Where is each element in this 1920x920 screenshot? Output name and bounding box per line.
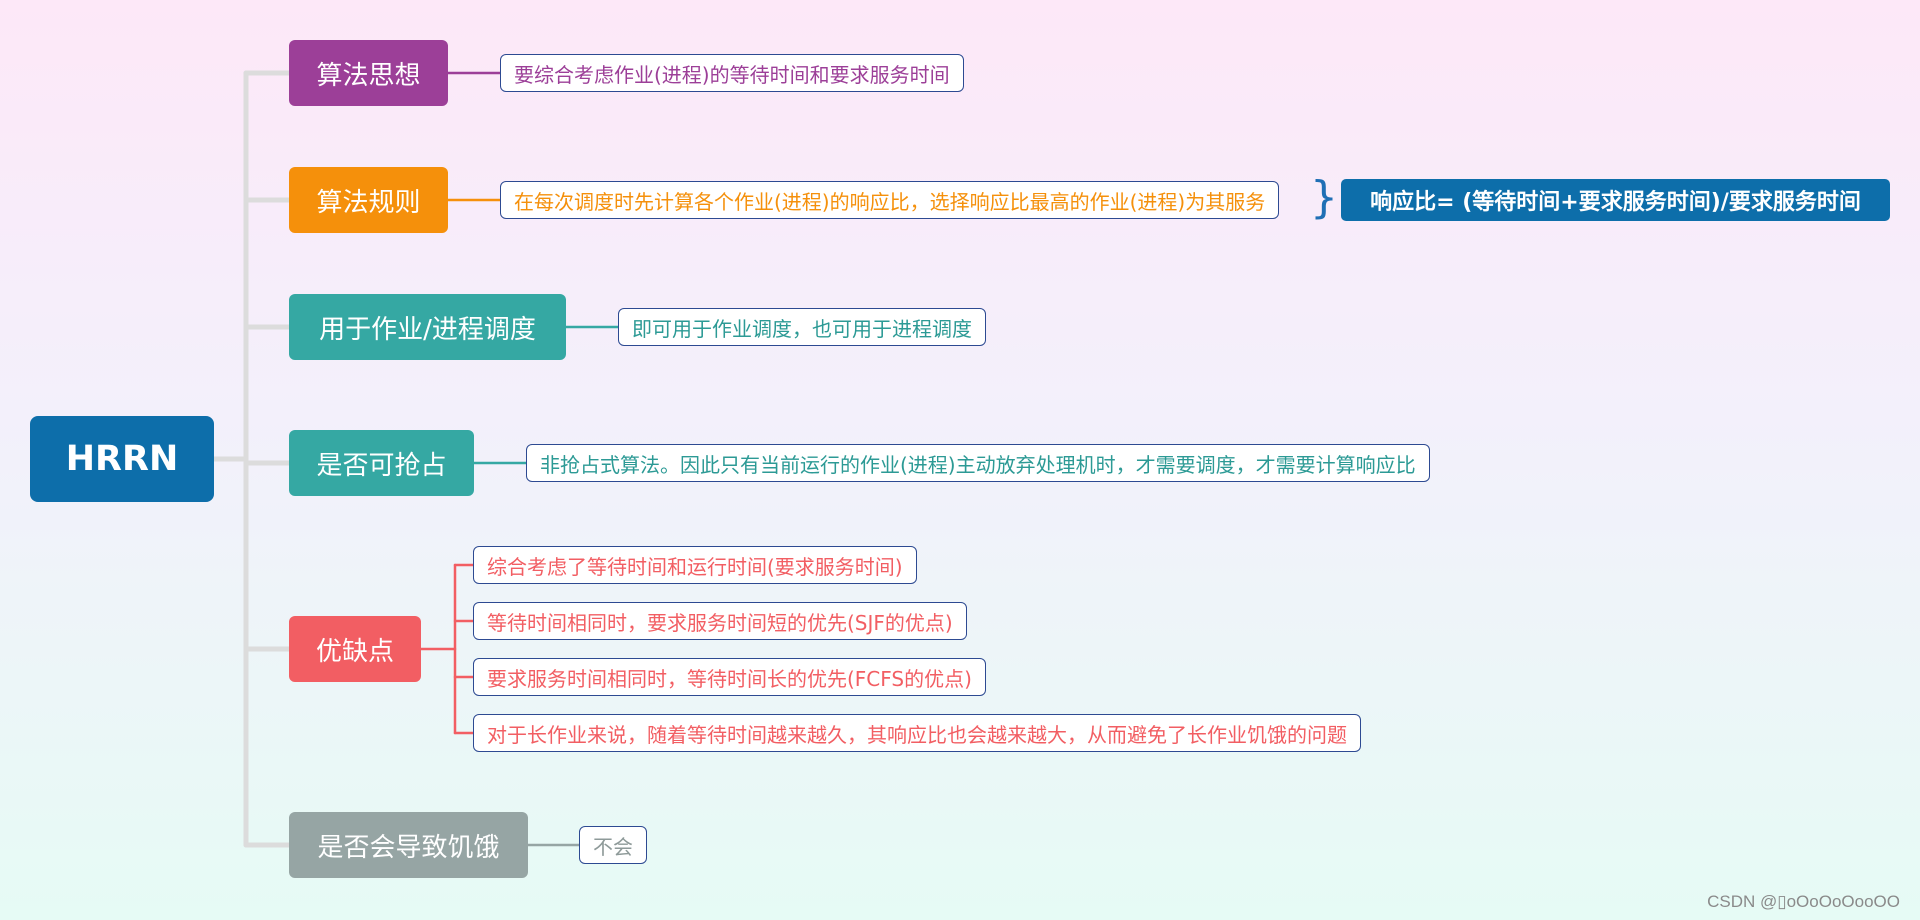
leaf-text: 不会 (593, 834, 633, 859)
branch-algorithm-idea[interactable]: 算法思想 (289, 40, 448, 106)
branch-label: 是否可抢占 (316, 450, 447, 481)
leaf-algorithm-idea[interactable]: 要综合考虑作业(进程)的等待时间和要求服务时间 (500, 54, 964, 92)
branch-label: 优缺点 (315, 636, 394, 667)
leaf-text: 等待时间相同时，要求服务时间短的优先(SJF的优点) (487, 610, 953, 635)
leaf-text: 要求服务时间相同时，等待时间长的优先(FCFS的优点) (487, 666, 972, 691)
branch-pros-cons[interactable]: 优缺点 (289, 616, 421, 682)
leaf-starvation[interactable]: 不会 (579, 826, 647, 864)
response-ratio-formula[interactable]: 响应比= (等待时间+要求服务时间)/要求服务时间 (1341, 179, 1890, 221)
leaf-preemptive[interactable]: 非抢占式算法。因此只有当前运行的作业(进程)主动放弃处理机时，才需要调度，才需要… (526, 444, 1430, 482)
root-label: HRRN (65, 439, 179, 479)
leaf-usage[interactable]: 即可用于作业调度，也可用于进程调度 (618, 308, 986, 346)
leaf-pros-cons-2[interactable]: 等待时间相同时，要求服务时间短的优先(SJF的优点) (473, 602, 967, 640)
leaf-text: 即可用于作业调度，也可用于进程调度 (632, 316, 972, 341)
watermark: CSDN @▯oOoOoOooOO (1707, 892, 1900, 911)
leaf-pros-cons-1[interactable]: 综合考虑了等待时间和运行时间(要求服务时间) (473, 546, 917, 584)
branch-algorithm-rule[interactable]: 算法规则 (289, 167, 448, 233)
leaf-algorithm-rule[interactable]: 在每次调度时先计算各个作业(进程)的响应比，选择响应比最高的作业(进程)为其服务 (500, 181, 1280, 219)
leaf-text: 在每次调度时先计算各个作业(进程)的响应比，选择响应比最高的作业(进程)为其服务 (514, 189, 1266, 214)
leaf-text: 综合考虑了等待时间和运行时间(要求服务时间) (487, 554, 903, 579)
curly-brace-icon: } (1310, 172, 1338, 223)
branch-label: 算法规则 (316, 187, 421, 218)
branch-usage[interactable]: 用于作业/进程调度 (289, 294, 566, 360)
root-node-hrrn[interactable]: HRRN (30, 416, 214, 502)
leaf-text: 对于长作业来说，随着等待时间越来越久，其响应比也会越来越大，从而避免了长作业饥饿… (487, 722, 1347, 747)
formula-label: 响应比= (等待时间+要求服务时间)/要求服务时间 (1370, 190, 1861, 215)
branch-preemptive[interactable]: 是否可抢占 (289, 430, 474, 496)
branch-label: 是否会导致饥饿 (317, 832, 500, 863)
leaf-pros-cons-3[interactable]: 要求服务时间相同时，等待时间长的优先(FCFS的优点) (473, 658, 986, 696)
leaf-text: 非抢占式算法。因此只有当前运行的作业(进程)主动放弃处理机时，才需要调度，才需要… (540, 452, 1416, 477)
leaf-pros-cons-4[interactable]: 对于长作业来说，随着等待时间越来越久，其响应比也会越来越大，从而避免了长作业饥饿… (473, 714, 1361, 752)
branch-label: 算法思想 (316, 60, 421, 91)
branch-starvation[interactable]: 是否会导致饥饿 (289, 812, 528, 878)
leaf-text: 要综合考虑作业(进程)的等待时间和要求服务时间 (514, 62, 950, 87)
branch-label: 用于作业/进程调度 (319, 314, 536, 345)
